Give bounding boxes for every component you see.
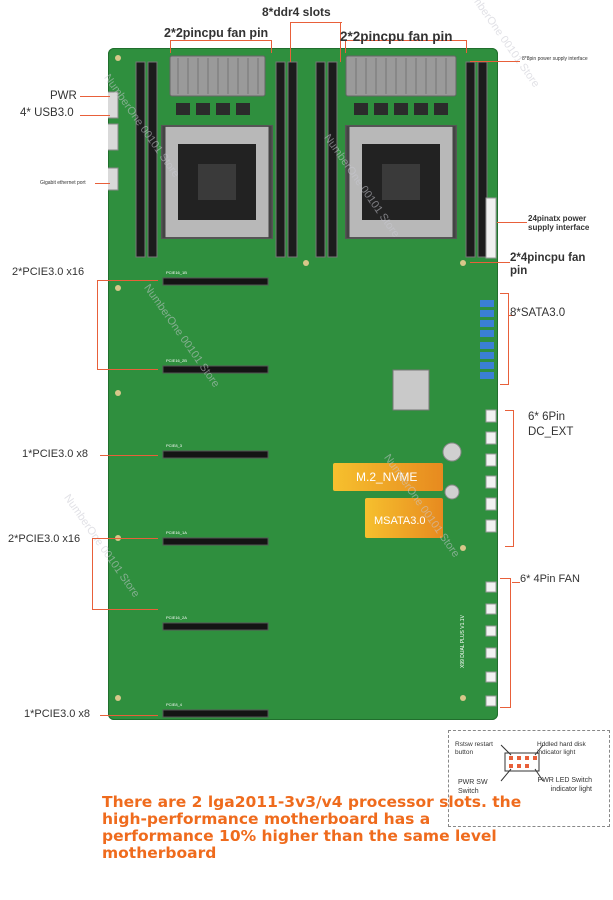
pin8-label: 8*8pin power supply interface xyxy=(522,56,588,62)
ram-slot xyxy=(465,61,476,258)
pcie-x8-1-label: 1*PCIE3.0 x8 xyxy=(22,448,89,460)
annot-line xyxy=(512,582,520,583)
annot-line xyxy=(340,22,341,62)
annot-line xyxy=(95,183,110,184)
sata-port xyxy=(480,300,494,307)
ram-slot xyxy=(315,61,326,258)
pcie-top-label: 2*PCIE3.0 x16 xyxy=(12,266,85,278)
sata-port xyxy=(480,330,494,337)
cpu4pin-label: 2*4pincpu fan pin xyxy=(510,252,586,277)
ethernet-label: Gigabit ethernet port xyxy=(40,180,86,186)
dc-ext-label: 6* 6Pin DC_EXT xyxy=(528,411,574,438)
fan4pin-label: 6* 4Pin FAN xyxy=(520,573,580,585)
annot-line xyxy=(497,222,527,223)
chipset-heatsink xyxy=(392,369,430,411)
rstsw-label: Rstsw restart button xyxy=(455,741,493,756)
sata-port xyxy=(480,310,494,317)
hdd-led-label: Hddled hard disk indicator light xyxy=(537,741,586,756)
pcie-mid-label: 2*PCIE3.0 x16 xyxy=(8,533,81,545)
cpu-fan-left-label: 2*2pincpu fan pin xyxy=(164,26,269,40)
pwr-led-label: PWR LED Switch indicator light xyxy=(537,777,592,793)
pcie-silk: PCIE8_4 xyxy=(166,702,183,707)
annot-line xyxy=(80,96,110,97)
motherboard: PCIE16_1B PCIE16_2B PCIE8_3 PCIE16_1A PC… xyxy=(101,48,498,720)
pcie-slot xyxy=(162,277,269,286)
annot-bracket xyxy=(97,280,158,370)
board-art: PCIE16_1B PCIE16_2B PCIE8_3 PCIE16_1A PC… xyxy=(101,55,497,718)
pcie-slot xyxy=(162,622,269,631)
usb-port xyxy=(101,123,119,151)
caption: There are 2 lga2011-3v3/v4 processor slo… xyxy=(102,793,522,862)
cpu-socket-left xyxy=(161,125,273,239)
sata-port xyxy=(480,342,494,349)
ram-slot xyxy=(275,61,286,258)
annot-bracket xyxy=(505,410,514,547)
ram-slot xyxy=(135,61,146,258)
sata-port xyxy=(480,320,494,327)
pcie-slot xyxy=(162,450,269,459)
ethernet-port xyxy=(101,167,119,191)
annot-line xyxy=(470,262,510,263)
board-name-silk: X99 DUAL PLUS V1.1V xyxy=(460,614,466,668)
annot-bracket xyxy=(170,40,272,53)
atx-connector xyxy=(485,197,497,259)
annot-line xyxy=(100,715,158,716)
pcie-silk: PCIE16_2B xyxy=(166,358,187,363)
cmos-battery xyxy=(442,442,462,462)
ram-slot xyxy=(287,61,298,258)
msata-tag xyxy=(365,498,443,538)
sata-port xyxy=(480,352,494,359)
usb-label: 4* USB3.0 xyxy=(20,107,74,119)
sata-port xyxy=(480,362,494,369)
ram-slot xyxy=(147,61,158,258)
annot-bracket xyxy=(500,293,509,385)
annot-bracket xyxy=(345,40,467,53)
ddr4-label: 8*ddr4 slots xyxy=(262,5,331,19)
annot-bracket xyxy=(500,578,511,708)
annot-line xyxy=(470,61,520,62)
cpu-fan-right-label: 2*2pincpu fan pin xyxy=(340,29,453,44)
pcie-x8-2-label: 1*PCIE3.0 x8 xyxy=(24,708,91,720)
m2-tag xyxy=(333,463,443,491)
annot-line xyxy=(290,22,342,23)
pcie-silk: PCIE16_1A xyxy=(166,530,187,535)
pcie-slot xyxy=(162,365,269,374)
ram-slot xyxy=(477,61,488,258)
pwr-sw-label: PWR SW Switch xyxy=(458,779,488,795)
annot-line xyxy=(290,22,291,62)
annot-line xyxy=(508,315,514,316)
pcie-slot xyxy=(162,709,269,718)
cpu-socket-right xyxy=(345,125,457,239)
sata-port xyxy=(480,372,494,379)
annot-bracket xyxy=(92,538,158,610)
sata-label: 8*SATA3.0 xyxy=(510,307,566,319)
front-panel-header xyxy=(500,744,544,782)
msata-label: MSATA3.0 xyxy=(374,515,426,527)
annot-line xyxy=(80,115,110,116)
annot-line xyxy=(100,455,158,456)
pcie-slot xyxy=(162,537,269,546)
atx24-label: 24pinatx power supply interface xyxy=(528,214,590,232)
front-panel-diagram xyxy=(448,730,610,827)
m2-label: M.2_NVME xyxy=(356,470,418,484)
pcie-silk: PCIE16_1B xyxy=(166,270,187,275)
pcie-silk: PCIE8_3 xyxy=(166,443,183,448)
pcie-silk: PCIE16_2A xyxy=(166,615,187,620)
vrm-heatsink xyxy=(345,55,457,97)
pwr-label: PWR xyxy=(50,90,77,102)
ram-slot xyxy=(327,61,338,258)
